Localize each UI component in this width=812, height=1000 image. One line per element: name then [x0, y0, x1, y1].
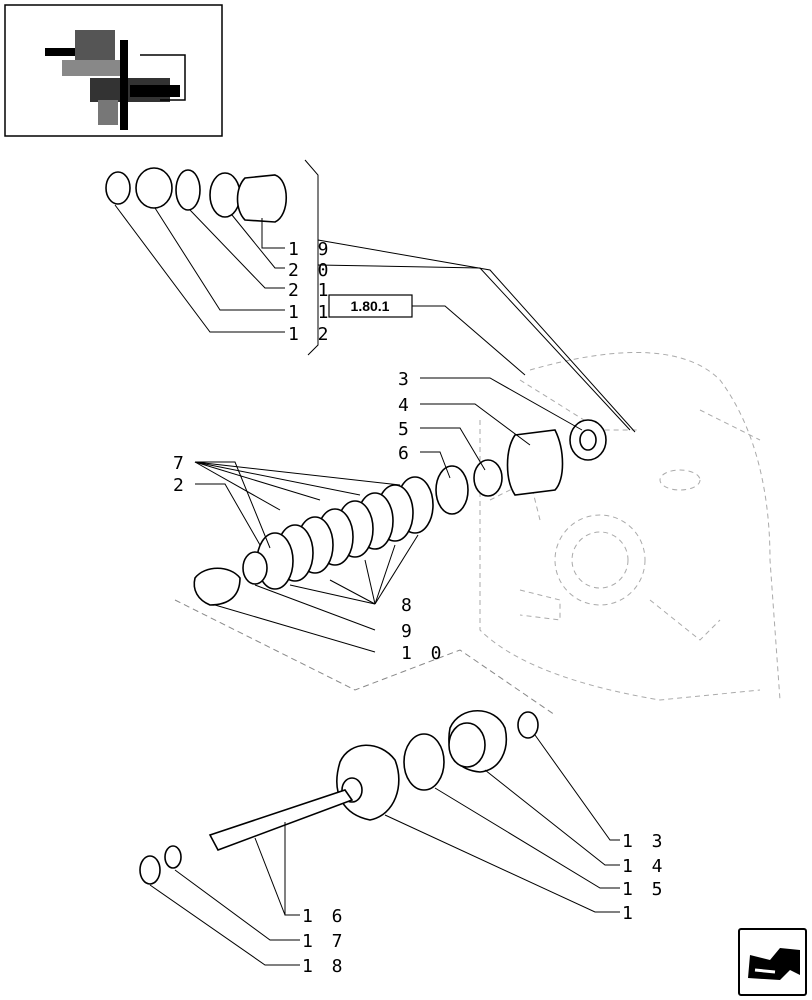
snap-ring-13: [517, 711, 539, 739]
callout-13: 1 3: [622, 831, 667, 852]
upper-parts-group: [105, 159, 319, 356]
callout-18: 1 8: [302, 956, 347, 977]
lower-leader-lines: [149, 734, 620, 966]
previous-page-arrow-icon[interactable]: [738, 928, 807, 996]
lower-parts-group: [139, 709, 539, 885]
plate-9: [242, 551, 268, 585]
callout-14: 1 4: [622, 856, 667, 877]
callout-6: 6: [398, 443, 413, 464]
shaft-16: [208, 789, 354, 851]
spring-10: [193, 567, 241, 606]
callout-19: 1 9: [288, 239, 333, 260]
callout-16: 1 6: [302, 906, 347, 927]
snap-ring-5: [473, 459, 503, 497]
mid-parts-group: [193, 419, 607, 606]
assembly-thumbnail-icon[interactable]: [4, 4, 223, 137]
callout-4: 4: [398, 395, 413, 416]
callout-21: 2 1: [288, 280, 333, 301]
callout-12: 1 2: [288, 324, 333, 345]
gear-4: [506, 429, 564, 496]
callout-10: 1 0: [401, 643, 446, 664]
reference-box[interactable]: 1.80.1: [328, 294, 413, 318]
centerline: [174, 599, 556, 716]
cap-19: [236, 174, 287, 223]
mid-leader-lines: [194, 377, 583, 653]
callout-5: 5: [398, 419, 413, 440]
callout-8: 8: [401, 595, 416, 616]
snap-ring-18: [139, 855, 161, 885]
seal-20: [209, 172, 241, 218]
piston-11: [135, 167, 173, 209]
reference-label: 1.80.1: [351, 298, 390, 314]
housing-outline: [479, 352, 781, 701]
callout-labels: 1 9 2 0 2 1 1 1 1 2 3 4 5 6 7 2 8 9 1 0 …: [173, 239, 667, 977]
seal-ring-21: [175, 169, 201, 211]
washer-17: [164, 845, 182, 869]
callout-9: 9: [401, 621, 416, 642]
callout-2: 2: [173, 475, 188, 496]
seal-15: [403, 733, 445, 791]
callout-1: 1: [622, 903, 637, 924]
callout-20: 2 0: [288, 260, 333, 281]
washer-6: [435, 465, 469, 515]
upper-leader-lines: [114, 204, 636, 433]
clutch-discs-7-8: [256, 476, 434, 590]
callout-17: 1 7: [302, 931, 347, 952]
callout-11: 1 1: [288, 302, 333, 323]
callout-7: 7: [173, 453, 188, 474]
callout-3: 3: [398, 369, 413, 390]
snap-ring-12: [105, 171, 131, 205]
callout-15: 1 5: [622, 879, 667, 900]
